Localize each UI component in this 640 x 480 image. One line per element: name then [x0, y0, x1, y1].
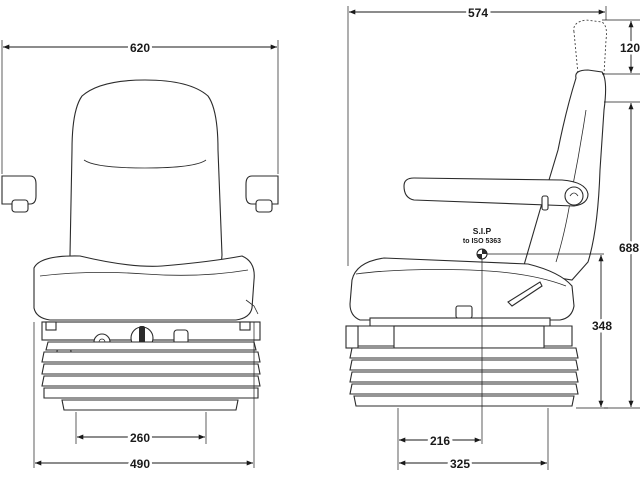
front-headrest-seam [83, 159, 207, 169]
front-seat-cushion [33, 255, 255, 321]
front-dimensions: 620 490 260 [1, 39, 279, 474]
dim-574-label: 574 [468, 6, 488, 20]
side-lever [507, 281, 543, 307]
sip-symbol-fill-b [477, 254, 482, 259]
side-view: S.I.P to ISO 5363 [345, 19, 607, 444]
side-armrest-pivot [564, 186, 584, 206]
side-base-block [393, 325, 545, 349]
dim-490-label: 490 [130, 457, 150, 471]
sip-symbol-fill-a [482, 249, 487, 254]
front-view [1, 79, 279, 411]
front-bellows [41, 341, 261, 411]
front-cushion-seam [39, 269, 249, 277]
dim-120-label: 120 [620, 41, 640, 55]
sip-standard-label: to ISO 5363 [463, 238, 501, 245]
side-cushion-seam [355, 269, 567, 287]
dim-620-label: 620 [130, 41, 150, 55]
dim-348-label: 348 [592, 319, 612, 333]
dim-260-label: 260 [130, 431, 150, 445]
front-mount-left [45, 321, 57, 331]
dim-688-label: 688 [619, 241, 639, 255]
front-left-armrest [1, 175, 37, 205]
side-armrest-pivot-mark [569, 192, 579, 197]
side-dimensions: 574 120 688 348 216 325 [347, 4, 640, 474]
side-headrest-extended [573, 19, 607, 75]
front-right-armrest [245, 175, 279, 205]
dim-325-label: 325 [450, 457, 470, 471]
side-slide-rail [369, 317, 551, 327]
front-left-armrest-knob [11, 199, 29, 213]
side-bellows [349, 347, 579, 407]
side-backrest [521, 69, 607, 281]
sip-marker: S.I.P to ISO 5363 [463, 226, 604, 444]
side-armrest [403, 177, 589, 207]
side-seat-cushion [349, 257, 575, 321]
front-backrest [69, 79, 223, 281]
front-right-armrest-knob [255, 199, 273, 213]
front-mount-right [239, 321, 251, 331]
dim-216-label: 216 [430, 434, 450, 448]
front-side-lever [245, 299, 259, 315]
side-mount-front [345, 325, 359, 349]
sip-label: S.I.P [473, 226, 492, 236]
side-armrest-support [541, 195, 549, 211]
side-rail-handle [455, 305, 473, 319]
